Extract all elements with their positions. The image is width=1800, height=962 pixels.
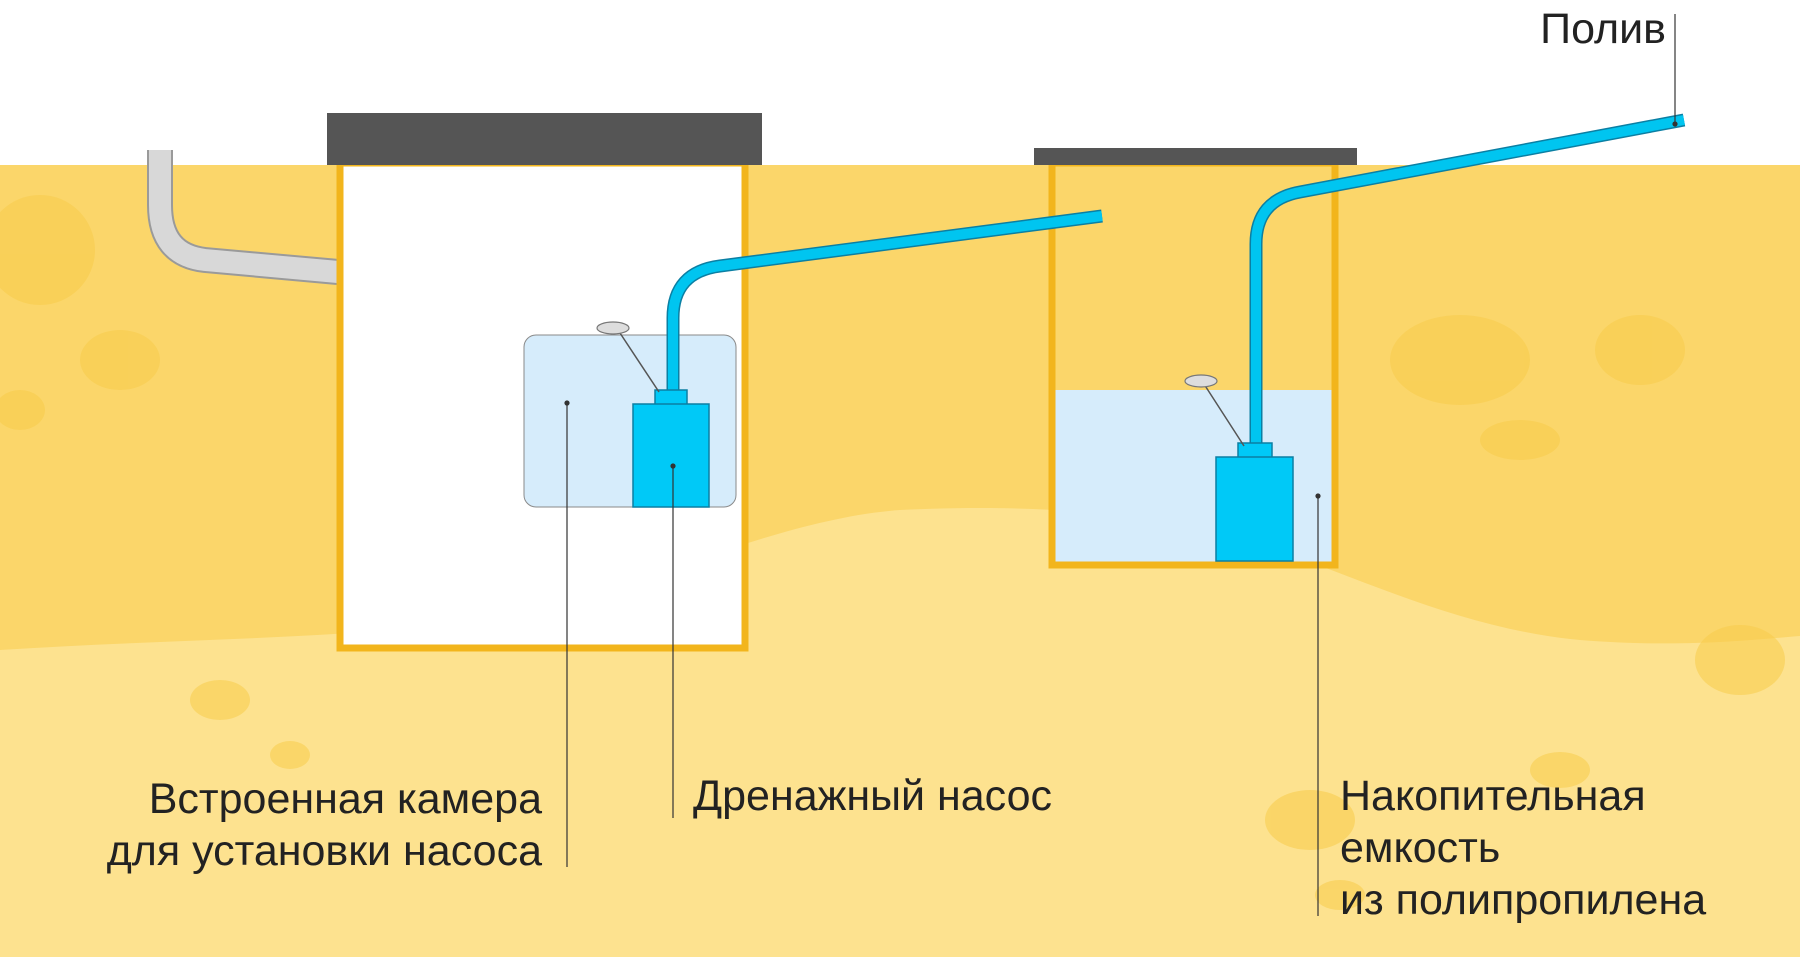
pump-2-body	[1215, 456, 1294, 562]
label-tank-line3: из полипропилена	[1340, 876, 1706, 924]
discharge-pipe-1-fill	[668, 211, 1103, 395]
tank-lid	[1034, 148, 1357, 165]
pump-1-float-cord	[617, 329, 660, 393]
pump-1-float	[596, 321, 630, 335]
soil-blobs	[0, 195, 1785, 910]
pump-chamber	[327, 113, 762, 652]
label-tank-line1: Накопительная	[1340, 772, 1646, 820]
inlet-pipe-fill	[149, 150, 339, 283]
label-tank-line2: емкость	[1340, 824, 1500, 872]
labels: Полив Встроенная камера для установки на…	[107, 5, 1707, 924]
label-pump: Дренажный насос	[693, 772, 1052, 820]
leader-lines	[564, 14, 1678, 916]
label-chamber-line1: Встроенная камера	[149, 775, 542, 823]
pump-2-float	[1184, 374, 1218, 388]
discharge-pipe-2-fill	[1251, 115, 1685, 448]
label-irrigation: Полив	[1540, 5, 1666, 53]
drainage-pump-1	[596, 321, 710, 508]
label-chamber-line2: для установки насоса	[107, 827, 542, 875]
chamber-lid	[327, 113, 762, 165]
drainage-pump-2	[1184, 374, 1294, 562]
pump-2-float-cord	[1203, 383, 1245, 447]
soil-lower	[0, 508, 1800, 957]
pump-1-body	[632, 403, 710, 508]
